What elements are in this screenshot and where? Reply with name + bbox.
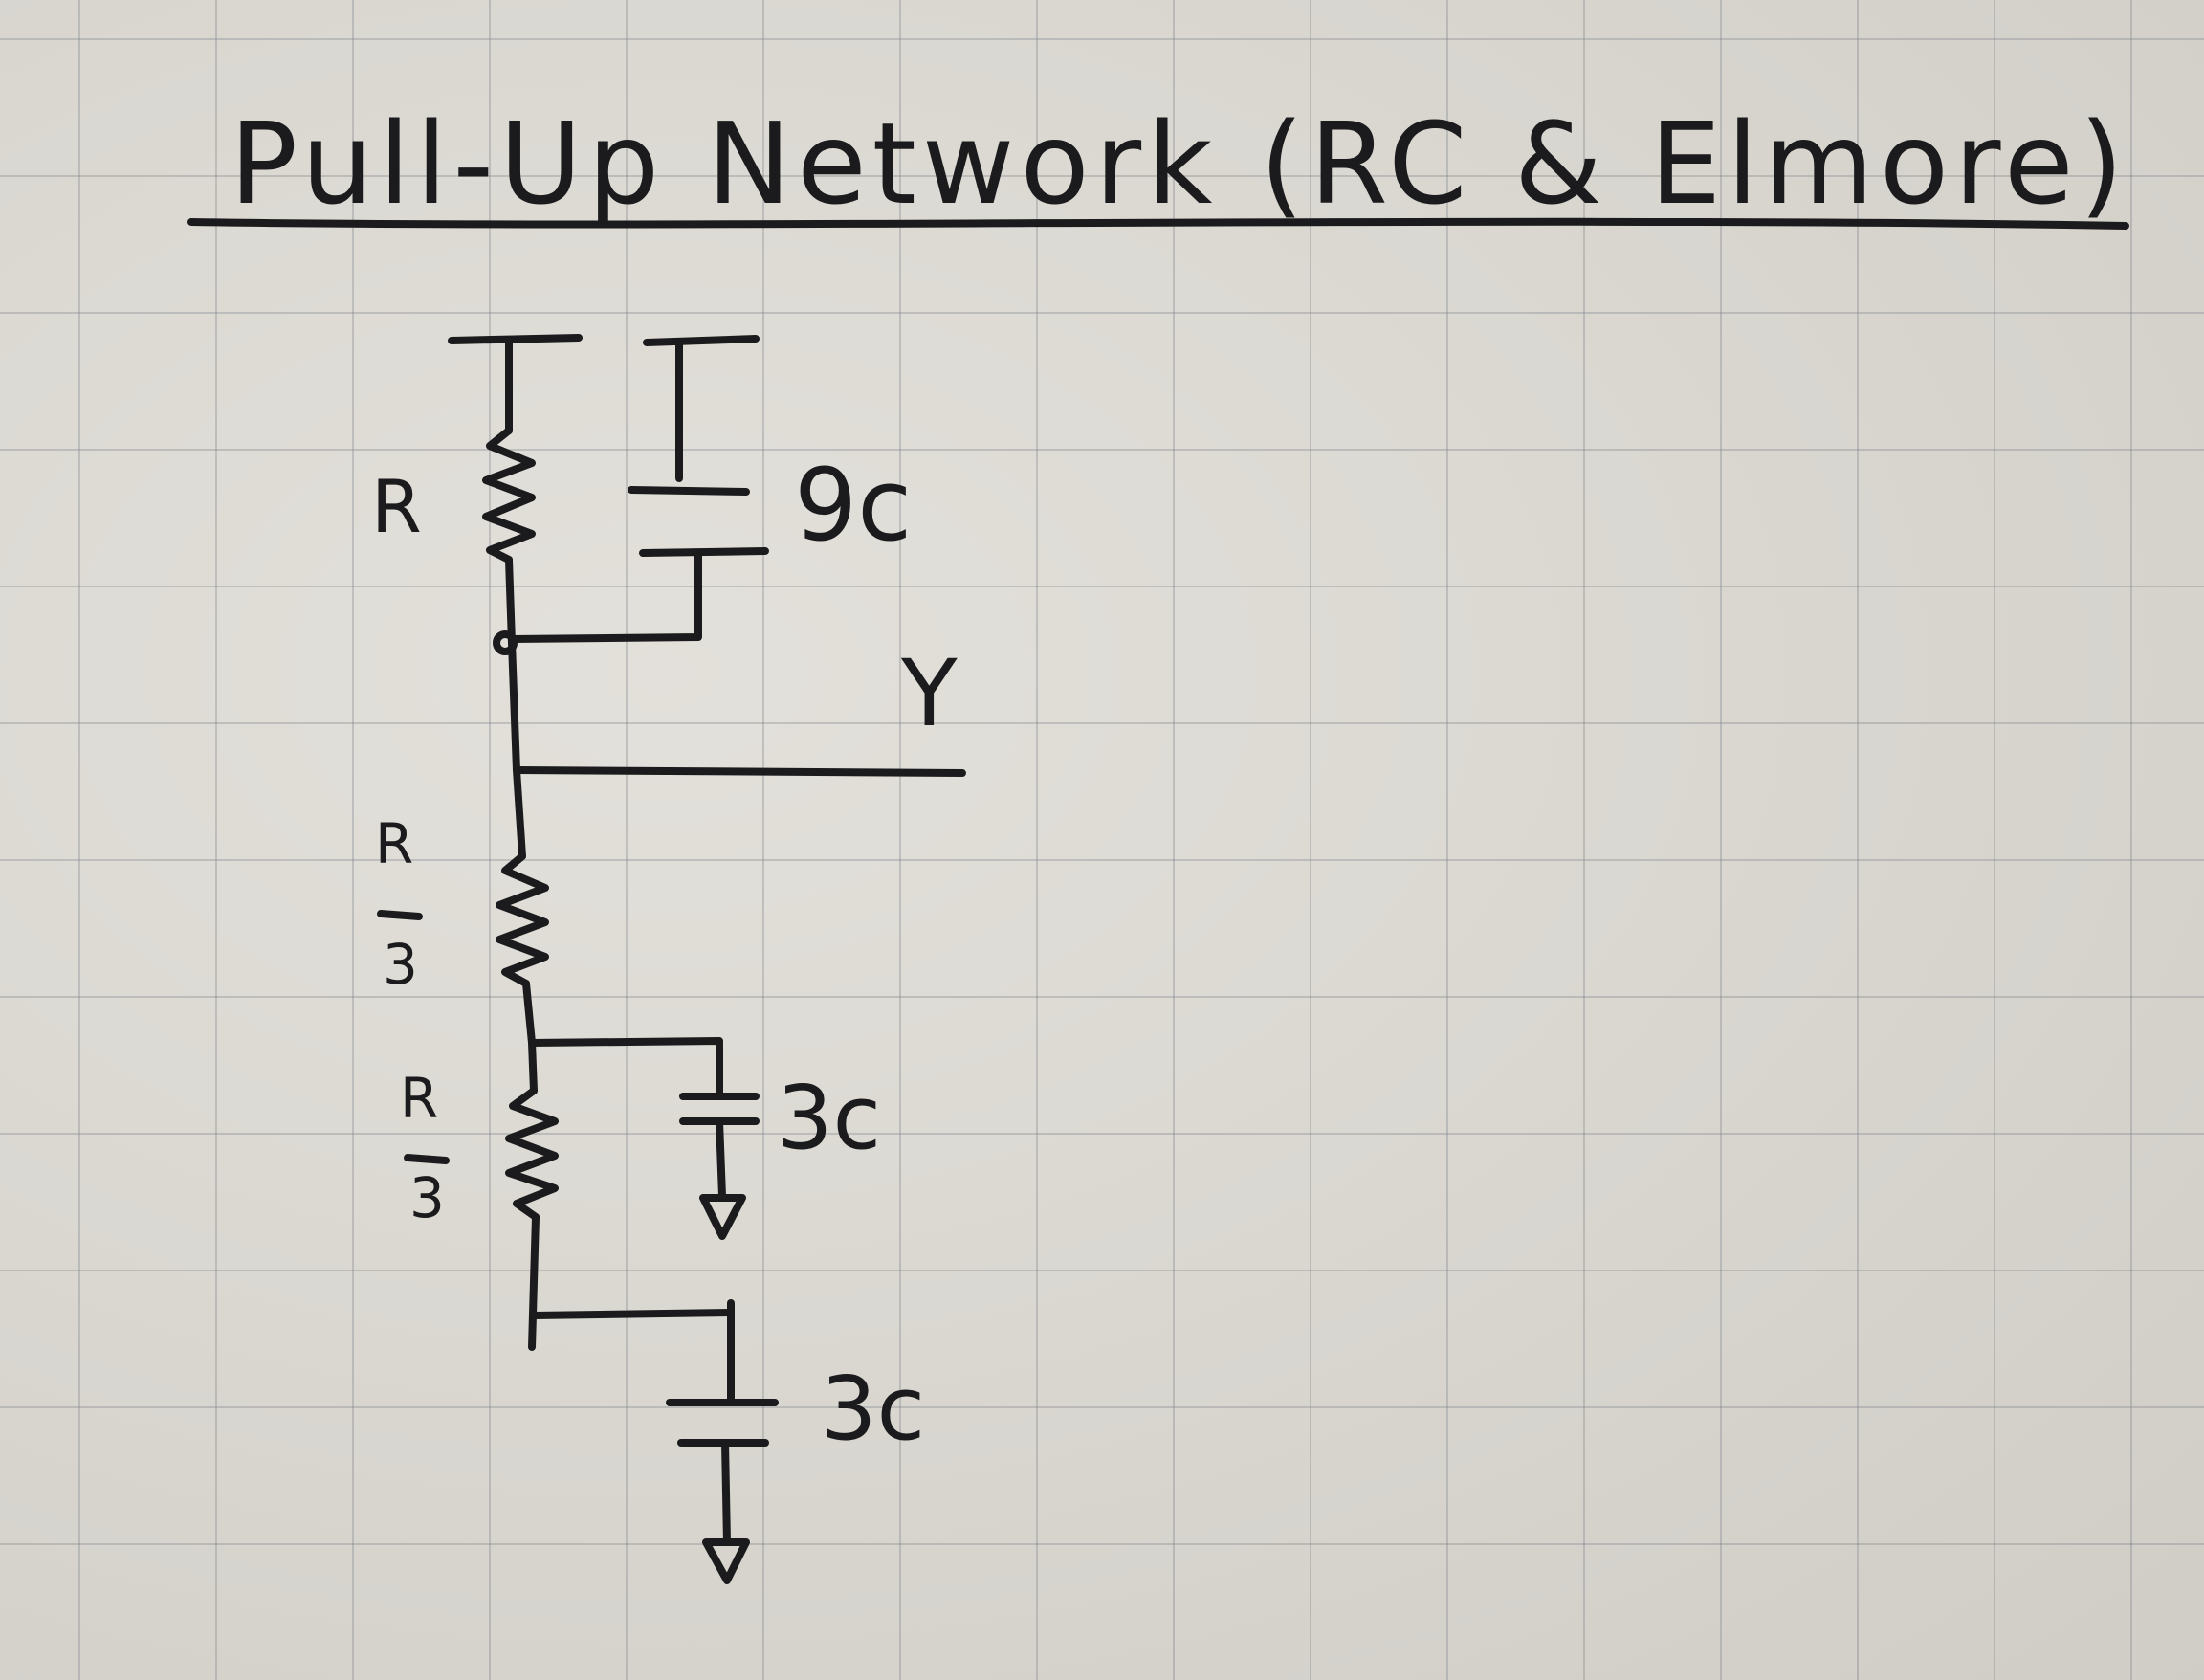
cap-9c-lower-plate [639, 547, 769, 557]
wire-to-r-low [528, 1039, 538, 1094]
cap-9c-top-bar [643, 335, 760, 346]
fraction-bar-r-low [404, 1154, 450, 1164]
cap-9c-wire-bottom [508, 549, 702, 643]
diagram-title: Pull-Up Network (RC & Elmore) [230, 98, 2129, 230]
vdd-rail-bar [448, 334, 583, 344]
label-r-low-den: 3 [409, 1165, 445, 1230]
wire-to-r-mid [513, 766, 526, 860]
cap-mid-wire-to-ground [716, 1117, 726, 1200]
label-cap-bottom: 3c [821, 1358, 925, 1460]
resistor-r-low [505, 1087, 559, 1221]
label-r-top: R [371, 464, 422, 549]
wire-node-to-output-junction [508, 639, 520, 774]
title-underline [187, 217, 2129, 230]
wire-node-to-cap-mid [528, 1037, 723, 1096]
label-r-mid-den: 3 [383, 932, 418, 997]
wire-r-low-down [528, 1213, 540, 1351]
fraction-bar-r-mid [377, 910, 423, 920]
ground-symbol-bottom [702, 1538, 750, 1584]
output-wire [513, 766, 966, 777]
label-r-mid-num: R [375, 811, 413, 876]
label-cap-9c: 9c [794, 447, 912, 564]
wire-r-top-to-node [505, 556, 516, 647]
wire-bottom-node-to-cap [530, 1309, 735, 1319]
label-output-y: Y [900, 640, 958, 747]
wire-r-mid-to-node [522, 980, 536, 1047]
resistor-r-mid [496, 852, 549, 987]
label-cap-mid: 3c [777, 1067, 881, 1169]
cap-bottom-wire-to-ground [721, 1439, 731, 1546]
ground-symbol-mid [699, 1194, 746, 1240]
cap-9c-upper-plate [628, 486, 750, 496]
label-r-low-num: R [400, 1066, 438, 1131]
resistor-r-top [482, 427, 536, 564]
